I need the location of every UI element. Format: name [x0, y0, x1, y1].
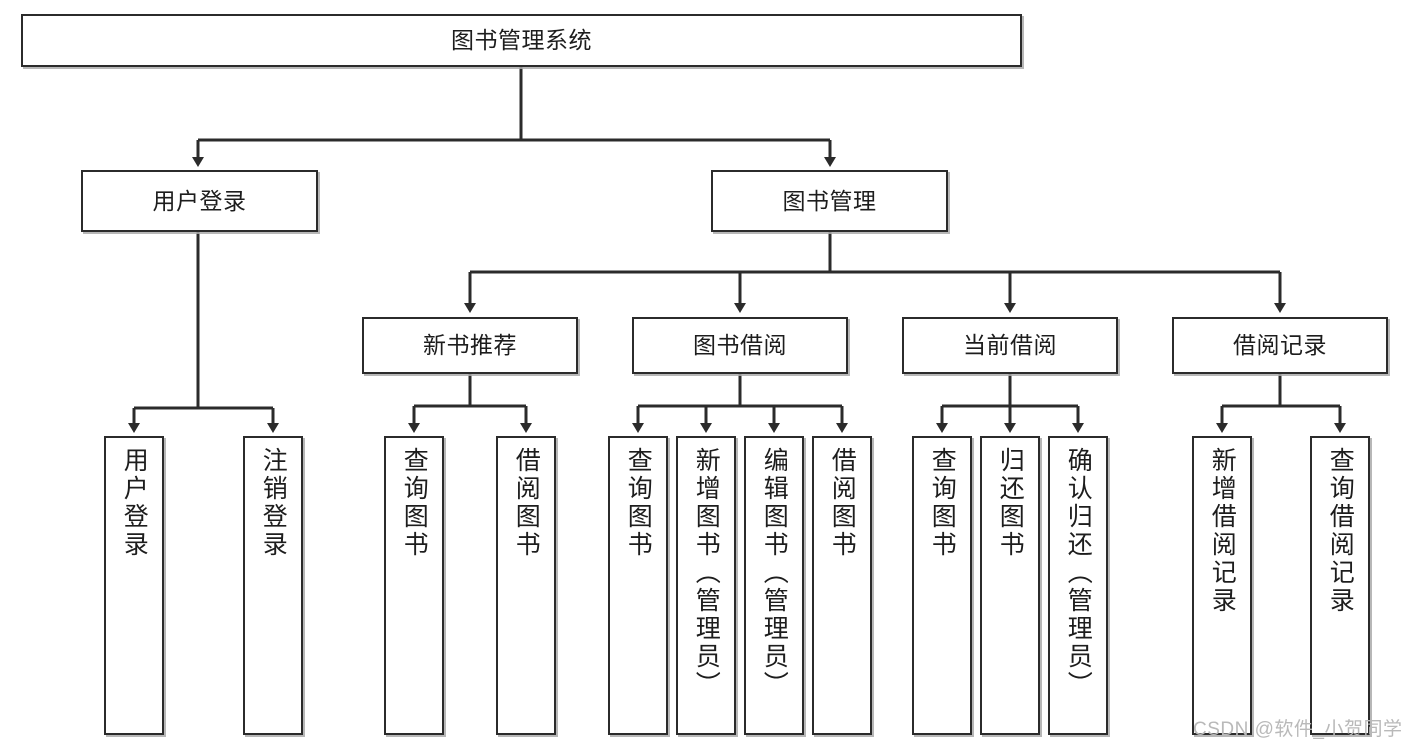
- leaf-current-borrow-confirm-return-admin[interactable]: 确认归还（管理员）: [1048, 436, 1108, 735]
- node-label: 注销登录: [259, 447, 288, 559]
- node-label: 用户登录: [152, 187, 247, 214]
- watermark-text: CSDN @软件_小贺同学: [1193, 719, 1403, 740]
- node-label: 借阅记录: [1233, 332, 1327, 359]
- leaf-book-borrow-edit-book-admin[interactable]: 编辑图书（管理员）: [744, 436, 804, 735]
- node-label: 查询图书: [928, 447, 957, 559]
- node-label: 归还图书: [996, 447, 1025, 559]
- leaf-current-borrow-return-book[interactable]: 归还图书: [980, 436, 1040, 735]
- leaf-book-borrow-query-book[interactable]: 查询图书: [608, 436, 668, 735]
- node-label: 查询图书: [624, 447, 653, 559]
- node-label: 借阅图书: [512, 447, 541, 559]
- leaf-user-login-logout[interactable]: 注销登录: [243, 436, 303, 735]
- node-label: 借阅图书: [828, 447, 857, 559]
- node-current-borrow[interactable]: 当前借阅: [902, 317, 1118, 374]
- node-label: 图书管理系统: [451, 27, 592, 54]
- leaf-book-borrow-add-book-admin[interactable]: 新增图书（管理员）: [676, 436, 736, 735]
- leaf-user-login-login[interactable]: 用户登录: [104, 436, 164, 735]
- node-label: 新增图书（管理员）: [692, 447, 721, 699]
- node-label: 新书推荐: [423, 332, 517, 359]
- node-label: 查询借阅记录: [1326, 447, 1355, 615]
- leaf-current-borrow-query-book[interactable]: 查询图书: [912, 436, 972, 735]
- leaf-new-book-borrow-book[interactable]: 借阅图书: [496, 436, 556, 735]
- node-label: 新增借阅记录: [1208, 447, 1237, 615]
- node-book-borrow[interactable]: 图书借阅: [632, 317, 848, 374]
- node-label: 图书借阅: [693, 332, 787, 359]
- leaf-borrow-record-query-record[interactable]: 查询借阅记录: [1310, 436, 1370, 735]
- leaf-borrow-record-add-record[interactable]: 新增借阅记录: [1192, 436, 1252, 735]
- node-root-book-management-system[interactable]: 图书管理系统: [21, 14, 1022, 67]
- leaf-new-book-query-book[interactable]: 查询图书: [384, 436, 444, 735]
- node-borrow-record[interactable]: 借阅记录: [1172, 317, 1388, 374]
- node-label: 编辑图书（管理员）: [760, 447, 789, 699]
- node-label: 当前借阅: [963, 332, 1057, 359]
- node-label: 确认归还（管理员）: [1064, 447, 1093, 699]
- node-label: 图书管理: [782, 187, 877, 214]
- leaf-book-borrow-borrow-book[interactable]: 借阅图书: [812, 436, 872, 735]
- node-label: 查询图书: [400, 447, 429, 559]
- node-user-login[interactable]: 用户登录: [81, 170, 318, 232]
- node-new-book-recommend[interactable]: 新书推荐: [362, 317, 578, 374]
- node-book-management[interactable]: 图书管理: [711, 170, 948, 232]
- node-label: 用户登录: [120, 447, 149, 559]
